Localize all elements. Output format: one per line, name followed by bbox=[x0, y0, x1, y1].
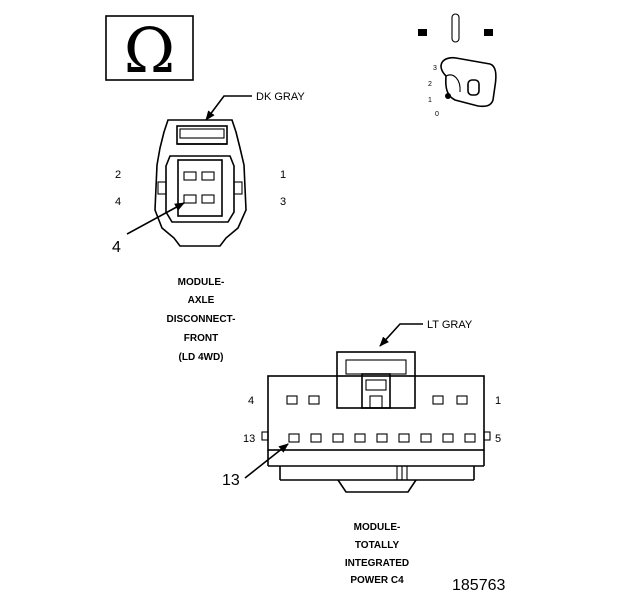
connector1-title-line-3: DISCONNECT- bbox=[167, 314, 236, 325]
connector2-pin-label-4: 4 bbox=[248, 395, 254, 407]
connector1-title-line-4: FRONT bbox=[184, 333, 218, 344]
connector2-title-line-4: POWER C4 bbox=[350, 575, 404, 586]
connector2-title-line-3: INTEGRATED bbox=[345, 558, 409, 569]
connector2-pin-13 bbox=[288, 433, 300, 443]
connector2-pin-label-5: 5 bbox=[495, 433, 501, 445]
connector1-title-line-1: MODULE- bbox=[178, 277, 225, 288]
ohm-symbol-icon: Ω bbox=[105, 14, 194, 87]
connector2-pin-label-13: 13 bbox=[243, 433, 255, 445]
ignition-position-3: 3 bbox=[433, 65, 437, 72]
connector1-pin-3 bbox=[201, 194, 215, 204]
connector1-pin-label-2: 2 bbox=[115, 169, 121, 181]
connector2-title-line-2: TOTALLY bbox=[355, 540, 400, 551]
ohm-glyph: Ω bbox=[124, 14, 175, 87]
connector1-color-label: DK GRAY bbox=[256, 91, 305, 103]
connector2-color-label: LT GRAY bbox=[427, 319, 473, 331]
ignition-position-0: 0 bbox=[435, 111, 439, 118]
connector2-title-line-1: MODULE- bbox=[354, 522, 401, 533]
connector2-pin-1 bbox=[456, 395, 468, 405]
connector2-pin-12 bbox=[310, 433, 322, 443]
connector2-pin-9 bbox=[376, 433, 388, 443]
connector2-pin-5 bbox=[464, 433, 476, 443]
ignition-position-1: 1 bbox=[428, 97, 432, 104]
connector2-pin-7 bbox=[420, 433, 432, 443]
connector2-pin-10 bbox=[354, 433, 366, 443]
connector-axle-disconnect: DK GRAY 2 4 1 3 4 MODULE- AXLE DISCONNEC… bbox=[112, 91, 305, 363]
connector1-pin-4 bbox=[183, 194, 197, 204]
connector2-pin-label-1: 1 bbox=[495, 395, 501, 407]
connector2-pin-3 bbox=[308, 395, 320, 405]
connector1-pin-1 bbox=[201, 171, 215, 181]
figure-number: 185763 bbox=[452, 577, 505, 594]
connector1-title-line-2: AXLE bbox=[188, 295, 215, 306]
connector2-pin-2 bbox=[432, 395, 444, 405]
connector1-pin-label-3: 3 bbox=[280, 196, 286, 208]
connector2-pin-8 bbox=[398, 433, 410, 443]
connector1-pin-2 bbox=[183, 171, 197, 181]
connector-totally-integrated-power: LT GRAY bbox=[222, 319, 501, 586]
connector1-callout-pin: 4 bbox=[112, 239, 121, 256]
connector2-pin-4 bbox=[286, 395, 298, 405]
connector2-callout-pin: 13 bbox=[222, 472, 240, 489]
ignition-key-icon: 3 2 1 0 bbox=[418, 13, 497, 118]
connector1-pin-label-1: 1 bbox=[280, 169, 286, 181]
connector1-pin-label-4: 4 bbox=[115, 196, 121, 208]
connector1-title-line-5: (LD 4WD) bbox=[179, 352, 224, 363]
connector2-pin-11 bbox=[332, 433, 344, 443]
connector2-pin-6 bbox=[442, 433, 454, 443]
ignition-position-2: 2 bbox=[428, 81, 432, 88]
